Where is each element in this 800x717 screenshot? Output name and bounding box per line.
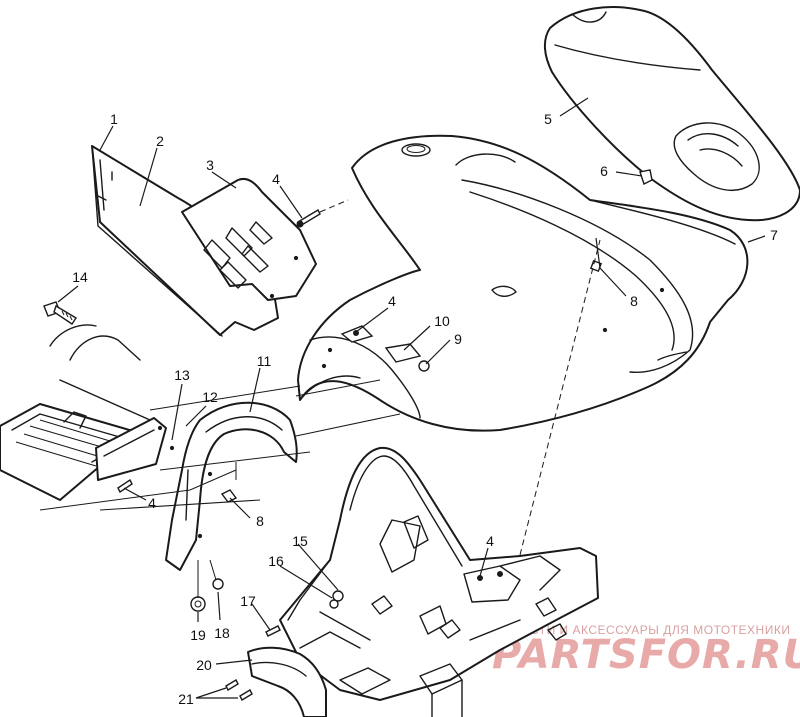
- part-rear-cover: [544, 6, 800, 222]
- callout-3: 3: [206, 157, 214, 173]
- callout-11: 11: [257, 353, 272, 369]
- callout-20: 20: [196, 657, 212, 673]
- watermark-brand: PARTSFOR.RU: [492, 632, 800, 678]
- callout-4-upper: 4: [272, 171, 280, 187]
- fastener-clip-8-lower: [220, 489, 238, 503]
- part-left-fender-insert: [181, 178, 317, 301]
- callout-18: 18: [214, 625, 230, 641]
- callout-21: 21: [178, 691, 194, 707]
- callout-10: 10: [434, 313, 450, 329]
- fastener-screws-21: [225, 679, 253, 701]
- callout-5: 5: [544, 111, 552, 127]
- callout-13: 13: [174, 367, 190, 383]
- callout-leader-lines: [57, 97, 766, 699]
- callout-19: 19: [190, 627, 206, 643]
- callout-12: 12: [202, 389, 218, 405]
- fastener-grommet-4-mid: [340, 325, 374, 343]
- callout-4-left: 4: [148, 495, 156, 511]
- part-splash-guard: [247, 646, 327, 717]
- part-fender-flare: [165, 401, 298, 571]
- watermark: ЗАПЧАСТИ И АКСЕССУАРЫ ДЛЯ МОТОТЕХНИКИ PA…: [488, 623, 800, 678]
- fastener-washer-18: [212, 578, 224, 590]
- fastener-screw-17: [265, 625, 281, 637]
- callout-1: 1: [110, 111, 118, 127]
- fastener-washer-10: [384, 343, 422, 363]
- callout-4-frame: 4: [486, 533, 494, 549]
- callout-17: 17: [240, 593, 256, 609]
- callout-9: 9: [454, 331, 462, 347]
- fastener-screw-4-lower: [117, 478, 133, 494]
- part-frame: [279, 446, 599, 717]
- callout-8-upper: 8: [630, 293, 638, 309]
- fastener-clip-6: [639, 169, 653, 185]
- callout-4-mid: 4: [388, 293, 396, 309]
- watermark-subtitle: ЗАПЧАСТИ И АКСЕССУАРЫ ДЛЯ МОТОТЕХНИКИ: [488, 623, 790, 637]
- callout-2: 2: [156, 133, 164, 149]
- callout-15: 15: [292, 533, 308, 549]
- fastener-bolt-14: [43, 301, 77, 325]
- callout-7: 7: [770, 227, 778, 243]
- fastener-nut-19: [190, 596, 206, 612]
- part-mudflap-bracket: [95, 417, 175, 481]
- callout-8-lower: 8: [256, 513, 264, 529]
- callout-labels: 1 2 3 4 5 6 7 8 4 10 9 14 11 13 12 4 8 1…: [72, 111, 778, 707]
- callout-14: 14: [72, 269, 88, 285]
- fastener-screw-upper: [296, 209, 321, 228]
- callout-6: 6: [600, 163, 608, 179]
- part-left-footrest: [0, 324, 151, 501]
- callout-16: 16: [268, 553, 284, 569]
